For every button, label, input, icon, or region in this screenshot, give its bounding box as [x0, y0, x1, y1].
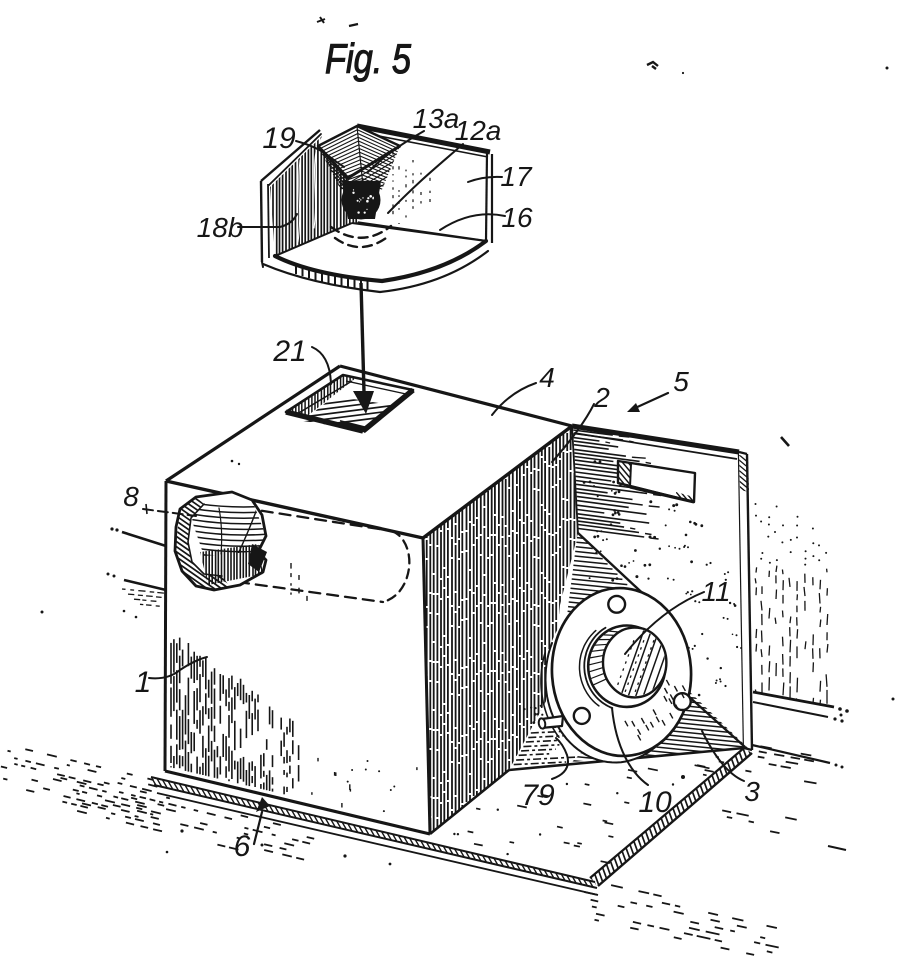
svg-text:6: 6 [234, 830, 251, 863]
svg-text:11: 11 [701, 576, 730, 607]
svg-text:12a: 12a [455, 115, 502, 146]
svg-text:4: 4 [539, 362, 555, 393]
svg-text:5: 5 [673, 366, 689, 397]
svg-text:21: 21 [272, 335, 306, 368]
svg-text:Fig. 5: Fig. 5 [325, 35, 412, 82]
svg-text:13a: 13a [413, 103, 460, 134]
svg-text:8: 8 [123, 481, 139, 512]
svg-text:2: 2 [593, 382, 610, 413]
svg-text:1: 1 [135, 666, 152, 699]
svg-text:18b: 18b [197, 212, 244, 243]
svg-text:19: 19 [262, 122, 296, 155]
svg-text:16: 16 [501, 202, 533, 233]
svg-text:79: 79 [521, 779, 555, 812]
svg-text:17: 17 [500, 161, 533, 192]
svg-text:3: 3 [744, 776, 760, 807]
svg-text:10: 10 [638, 786, 672, 819]
